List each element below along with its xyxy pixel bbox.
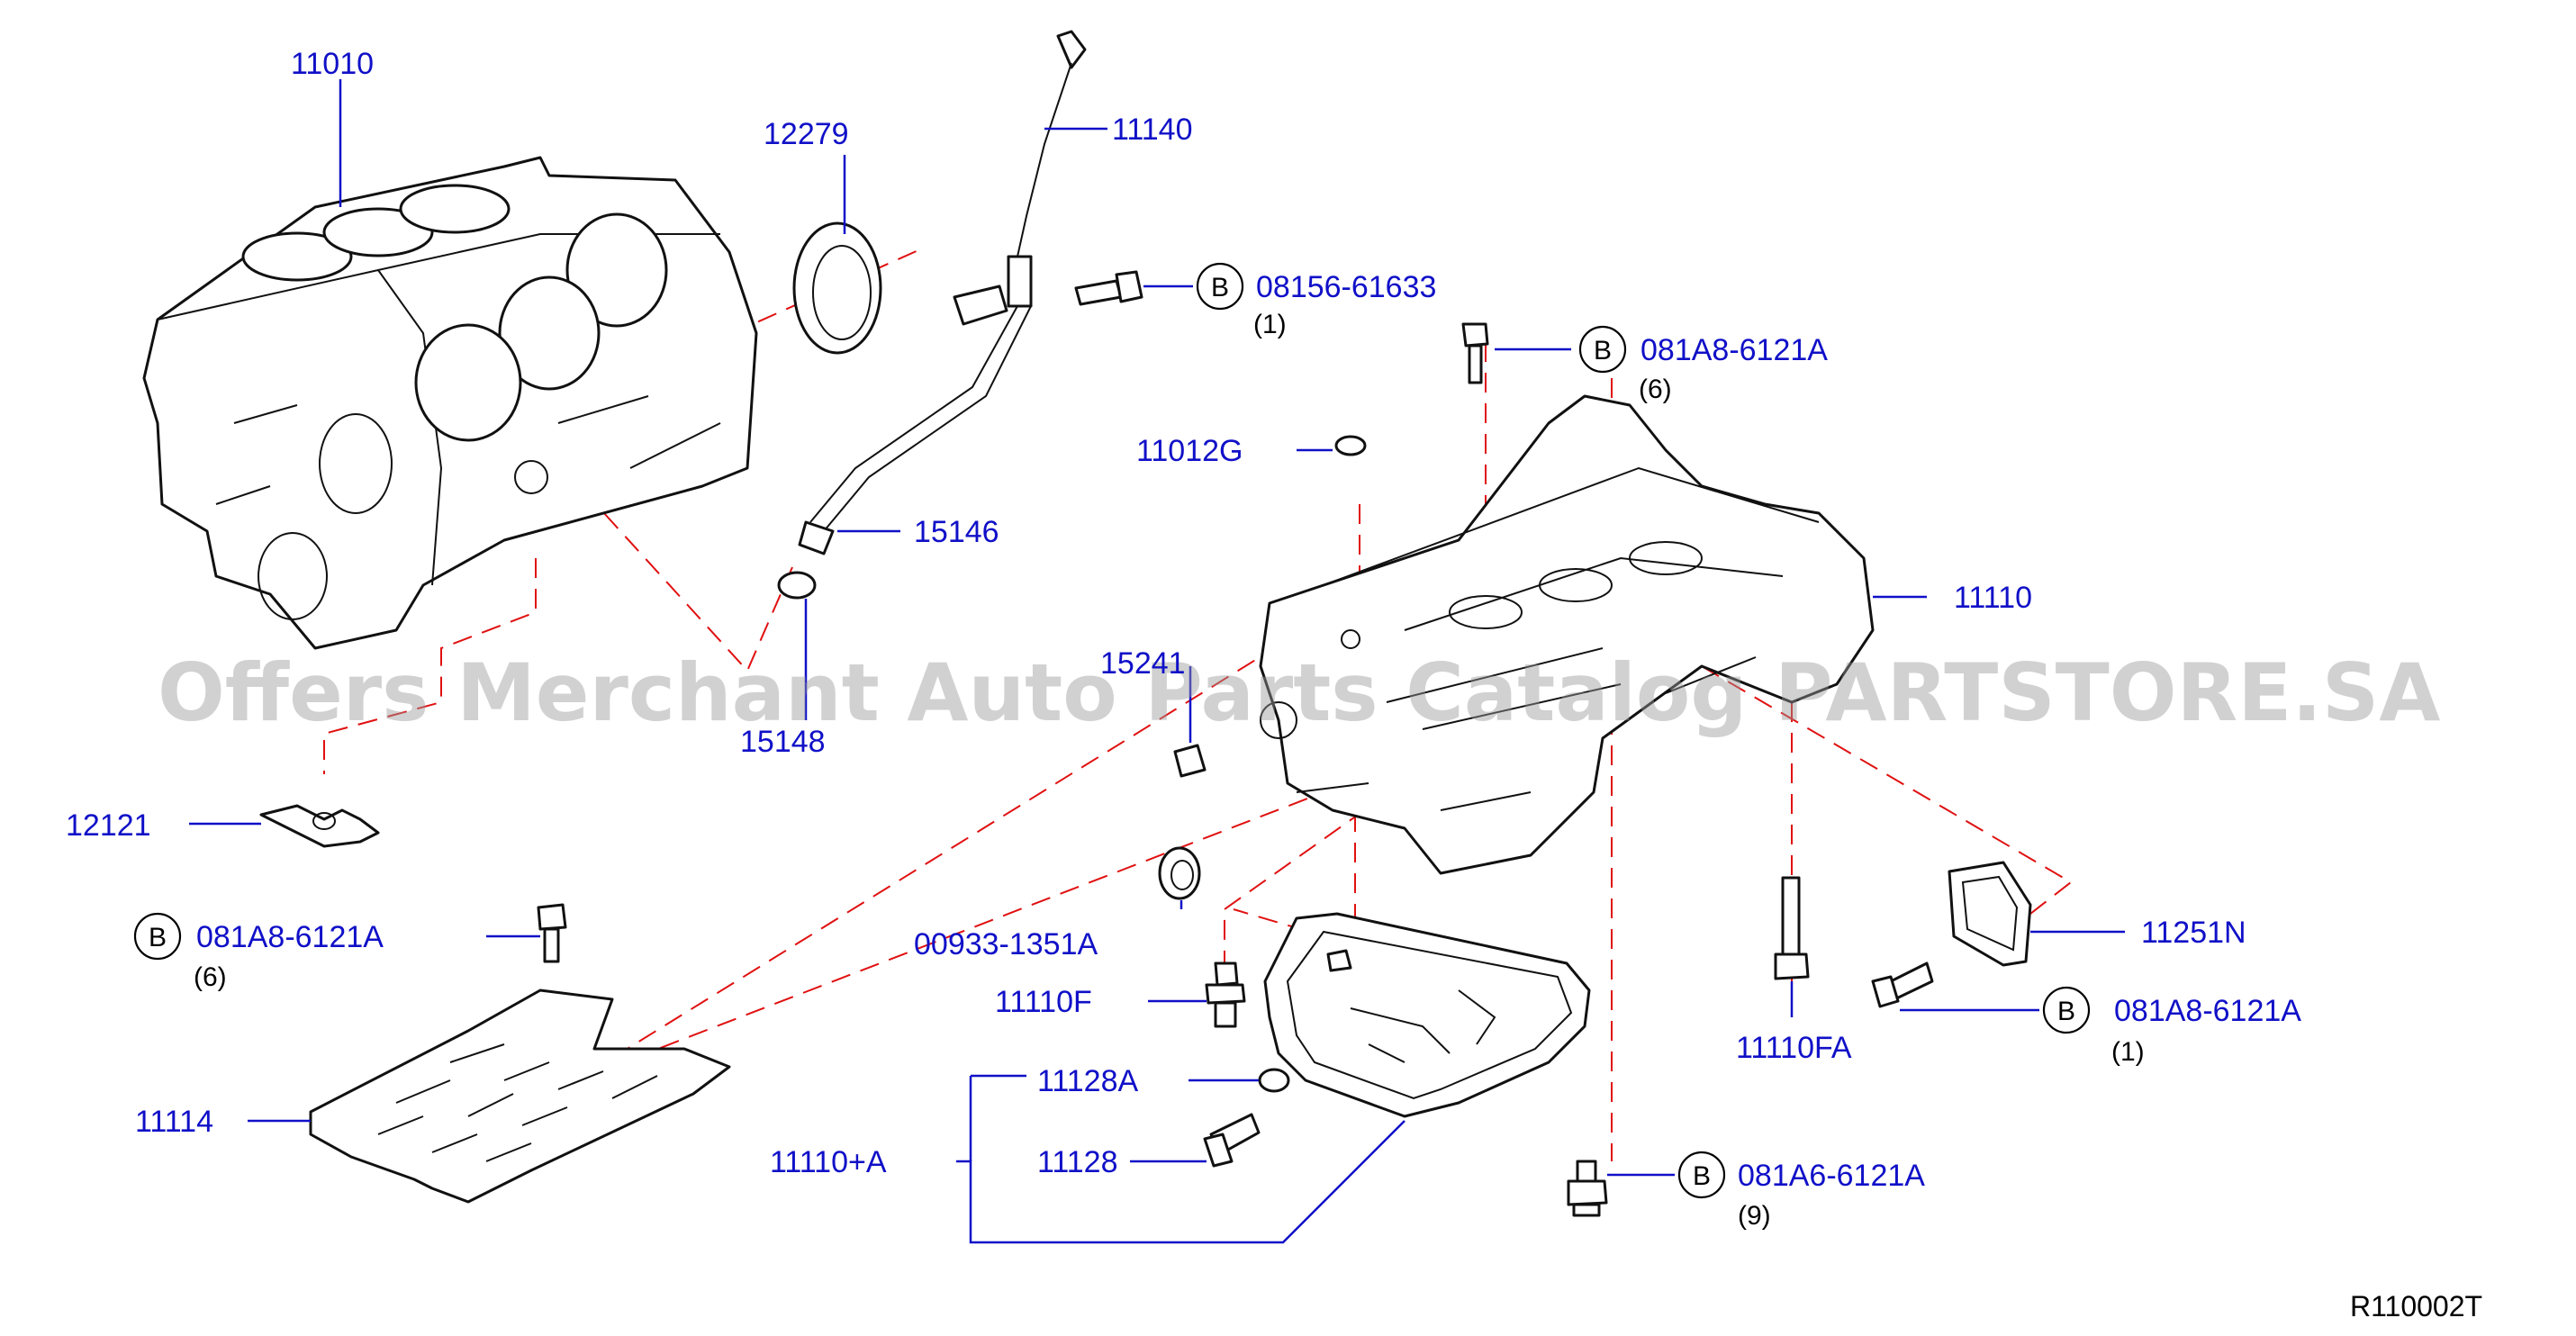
bolt-11110f-drawing bbox=[1205, 961, 1246, 1028]
upper-oil-pan-drawing bbox=[1259, 394, 1875, 875]
bolt-bottom-drawing bbox=[1567, 1160, 1608, 1217]
oil-strainer-drawing bbox=[259, 804, 380, 848]
part-label-11110-plus-a[interactable]: 11110+A bbox=[770, 1145, 887, 1179]
leader-lines bbox=[189, 79, 2125, 1244]
part-label-11012g[interactable]: 11012G bbox=[1136, 434, 1243, 468]
part-label-00933-1351a[interactable]: 00933-1351A bbox=[914, 927, 1098, 961]
part-qty-08156-61633: (1) bbox=[1253, 310, 1287, 339]
part-label-081a8-left[interactable]: 081A8-6121A bbox=[196, 920, 384, 954]
part-label-081a6-bottom[interactable]: 081A6-6121A bbox=[1738, 1159, 1925, 1193]
bolt-08156-drawing bbox=[1074, 270, 1143, 306]
part-label-11010[interactable]: 11010 bbox=[291, 47, 374, 81]
part-label-12279[interactable]: 12279 bbox=[764, 117, 849, 151]
bolt-ref-b-1: B bbox=[1211, 273, 1229, 302]
part-label-15146[interactable]: 15146 bbox=[914, 515, 999, 549]
washer-drawing bbox=[1258, 1068, 1290, 1093]
bolt-reference-circles: B B B B B bbox=[133, 262, 2091, 1199]
cylinder-block-drawing bbox=[142, 156, 758, 650]
part-label-11110fa[interactable]: 11110FA bbox=[1736, 1031, 1852, 1065]
part-qty-081a8-top: (6) bbox=[1639, 375, 1672, 404]
bolt-left-drawing bbox=[537, 903, 567, 963]
lower-oil-pan-drawing bbox=[1263, 912, 1591, 1118]
part-qty-081a8-left: (6) bbox=[194, 962, 227, 992]
part-label-11110f[interactable]: 11110F bbox=[995, 985, 1092, 1019]
dowel-drawing bbox=[1173, 744, 1207, 778]
part-label-15148[interactable]: 15148 bbox=[740, 725, 826, 759]
bolt-11110fa-drawing bbox=[1774, 876, 1810, 980]
bolt-ref-b-3: B bbox=[149, 923, 167, 952]
strainer-gasket-drawing bbox=[1948, 861, 2032, 967]
bolt-top-drawing bbox=[1461, 322, 1489, 384]
part-label-11128a[interactable]: 11128A bbox=[1037, 1064, 1138, 1098]
part-labels[interactable]: 11010 12279 11140 08156-61633 (1) 081A8-… bbox=[66, 47, 2301, 1231]
bolt-ref-b-4: B bbox=[2057, 997, 2075, 1026]
part-label-11140[interactable]: 11140 bbox=[1112, 113, 1193, 147]
bolt-right-drawing bbox=[1871, 961, 1934, 1008]
watermark: Offers Merchant Auto Parts Catalog PARTS… bbox=[158, 646, 2440, 739]
baffle-plate-drawing bbox=[309, 988, 731, 1204]
part-label-081a8-top[interactable]: 081A8-6121A bbox=[1641, 333, 1828, 367]
part-label-081a8-right[interactable]: 081A8-6121A bbox=[2114, 994, 2301, 1028]
plug-drawing bbox=[1334, 435, 1367, 456]
part-label-11128[interactable]: 11128 bbox=[1037, 1145, 1118, 1179]
part-label-12121[interactable]: 12121 bbox=[66, 808, 151, 843]
drain-plug-drawing bbox=[1203, 1113, 1261, 1168]
part-label-11251n[interactable]: 11251N bbox=[2141, 916, 2246, 950]
seal-drawing bbox=[1158, 846, 1201, 900]
dipstick-drawing bbox=[777, 30, 1087, 600]
oil-seal-drawing bbox=[792, 221, 882, 355]
diagram-reference-code: R110002T bbox=[2350, 1290, 2482, 1322]
part-label-15241[interactable]: 15241 bbox=[1100, 646, 1186, 681]
part-label-11114[interactable]: 11114 bbox=[135, 1105, 213, 1139]
bolt-ref-b-5: B bbox=[1693, 1161, 1711, 1191]
part-label-08156-61633[interactable]: 08156-61633 bbox=[1256, 270, 1436, 304]
part-qty-081a6-bottom: (9) bbox=[1738, 1201, 1771, 1231]
bolt-ref-b-2: B bbox=[1594, 336, 1612, 366]
part-qty-081a8-right: (1) bbox=[2111, 1037, 2145, 1067]
part-label-11110[interactable]: 11110 bbox=[1954, 581, 2032, 615]
